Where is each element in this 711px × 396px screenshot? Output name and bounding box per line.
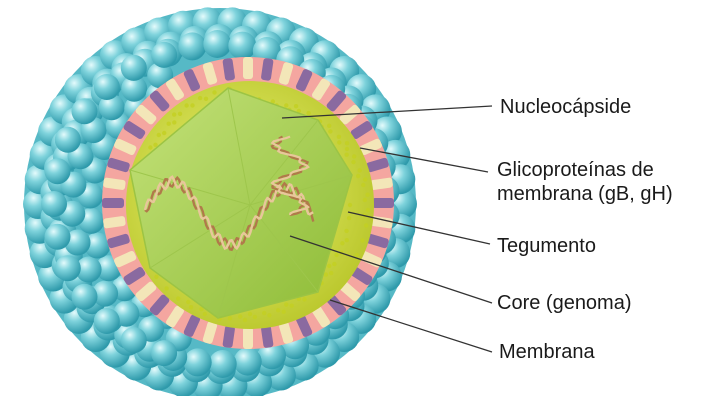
tegument-granule	[253, 315, 257, 319]
tegument-granule	[262, 311, 266, 315]
tegument-granule	[162, 131, 166, 135]
tegument-granule	[302, 297, 306, 301]
glycoprotein-sphere	[178, 32, 206, 60]
tegument-granule	[356, 174, 360, 178]
label-core: Core (genoma)	[497, 291, 632, 315]
glycoprotein-sphere	[72, 98, 98, 124]
glycoprotein-sphere	[45, 224, 71, 250]
tegument-granule	[176, 296, 180, 300]
tegument-granule	[327, 264, 331, 268]
tegument-granule	[203, 312, 207, 316]
tegument-granule	[363, 198, 367, 202]
membrane-lipid	[243, 57, 253, 79]
tegument-granule	[167, 122, 171, 126]
membrane-lipid	[102, 198, 124, 208]
tegument-granule	[153, 143, 157, 147]
glycoprotein-sphere	[203, 30, 231, 58]
glycoprotein-sphere	[55, 127, 81, 153]
tegument-granule	[348, 203, 352, 207]
tegument-granule	[157, 133, 161, 137]
glycoprotein-sphere	[151, 42, 177, 68]
glycoprotein-sphere	[184, 348, 212, 376]
tegument-granule	[366, 208, 370, 212]
glycoprotein-sphere	[151, 340, 177, 366]
tegument-granule	[329, 271, 333, 275]
membrane-lipid	[372, 198, 394, 208]
tegument-granule	[172, 120, 176, 124]
tegument-granule	[340, 241, 344, 245]
glycoprotein-sphere	[209, 350, 237, 378]
tegument-granule	[361, 183, 365, 187]
tegument-granule	[345, 153, 349, 157]
tegument-granule	[363, 177, 367, 181]
tegument-granule	[248, 312, 252, 316]
tegument-granule	[351, 160, 355, 164]
tegument-granule	[267, 313, 271, 317]
tegument-granule	[324, 272, 328, 276]
tegument-granule	[345, 238, 349, 242]
label-nucleocapside: Nucleocápside	[500, 95, 631, 119]
tegument-granule	[148, 145, 152, 149]
tegument-granule	[284, 103, 288, 107]
glycoprotein-sphere	[121, 327, 147, 353]
tegument-granule	[332, 262, 336, 266]
tegument-granule	[360, 238, 364, 242]
label-membrana: Membrana	[499, 340, 595, 364]
label-glicoproteinas-line1: Glicoproteínas de	[497, 158, 673, 182]
label-glicoproteinas: Glicoproteínas de membrana (gB, gH)	[497, 158, 673, 206]
glycoprotein-sphere	[41, 191, 67, 217]
tegument-granule	[238, 314, 242, 318]
tegument-granule	[347, 216, 351, 220]
tegument-granule	[154, 275, 158, 279]
tegument-granule	[228, 316, 232, 320]
tegument-granule	[328, 129, 332, 133]
tegument-granule	[294, 104, 298, 108]
tegument-granule	[284, 302, 288, 306]
tegument-granule	[352, 154, 356, 158]
glycoprotein-sphere	[55, 255, 81, 281]
tegument-granule	[344, 229, 348, 233]
glycoprotein-sphere	[234, 348, 262, 376]
tegument-granule	[334, 253, 338, 257]
tegument-granule	[337, 140, 341, 144]
tegument-granule	[306, 111, 310, 115]
tegument-granule	[337, 135, 341, 139]
tegument-granule	[204, 97, 208, 101]
tegument-granule	[345, 141, 349, 145]
tegument-granule	[198, 96, 202, 100]
glycoprotein-sphere	[121, 55, 147, 81]
tegument-granule	[365, 193, 369, 197]
tegument-granule	[189, 305, 193, 309]
tegument-granule	[164, 286, 168, 290]
tegument-granule	[178, 112, 182, 116]
tegument-granule	[172, 112, 176, 116]
tegument-granule	[190, 103, 194, 107]
tegument-granule	[290, 304, 294, 308]
tegument-granule	[243, 318, 247, 322]
tegument-granule	[282, 310, 286, 314]
membrane-lipid	[243, 327, 253, 349]
tegument-granule	[212, 90, 216, 94]
tegument-granule	[345, 147, 349, 151]
tegument-granule	[355, 253, 359, 257]
glycoprotein-sphere	[45, 158, 71, 184]
glycoprotein-sphere	[94, 308, 120, 334]
tegument-granule	[184, 103, 188, 107]
glycoprotein-sphere	[228, 32, 256, 60]
glycoprotein-sphere	[72, 284, 98, 310]
label-glicoproteinas-line2: membrana (gB, gH)	[497, 182, 673, 206]
tegument-granule	[186, 300, 190, 304]
tegument-granule	[358, 168, 362, 172]
label-tegumento: Tegumento	[497, 234, 596, 258]
tegument-granule	[327, 124, 331, 128]
tegument-granule	[364, 223, 368, 227]
tegument-granule	[276, 308, 280, 312]
glycoprotein-sphere	[94, 74, 120, 100]
